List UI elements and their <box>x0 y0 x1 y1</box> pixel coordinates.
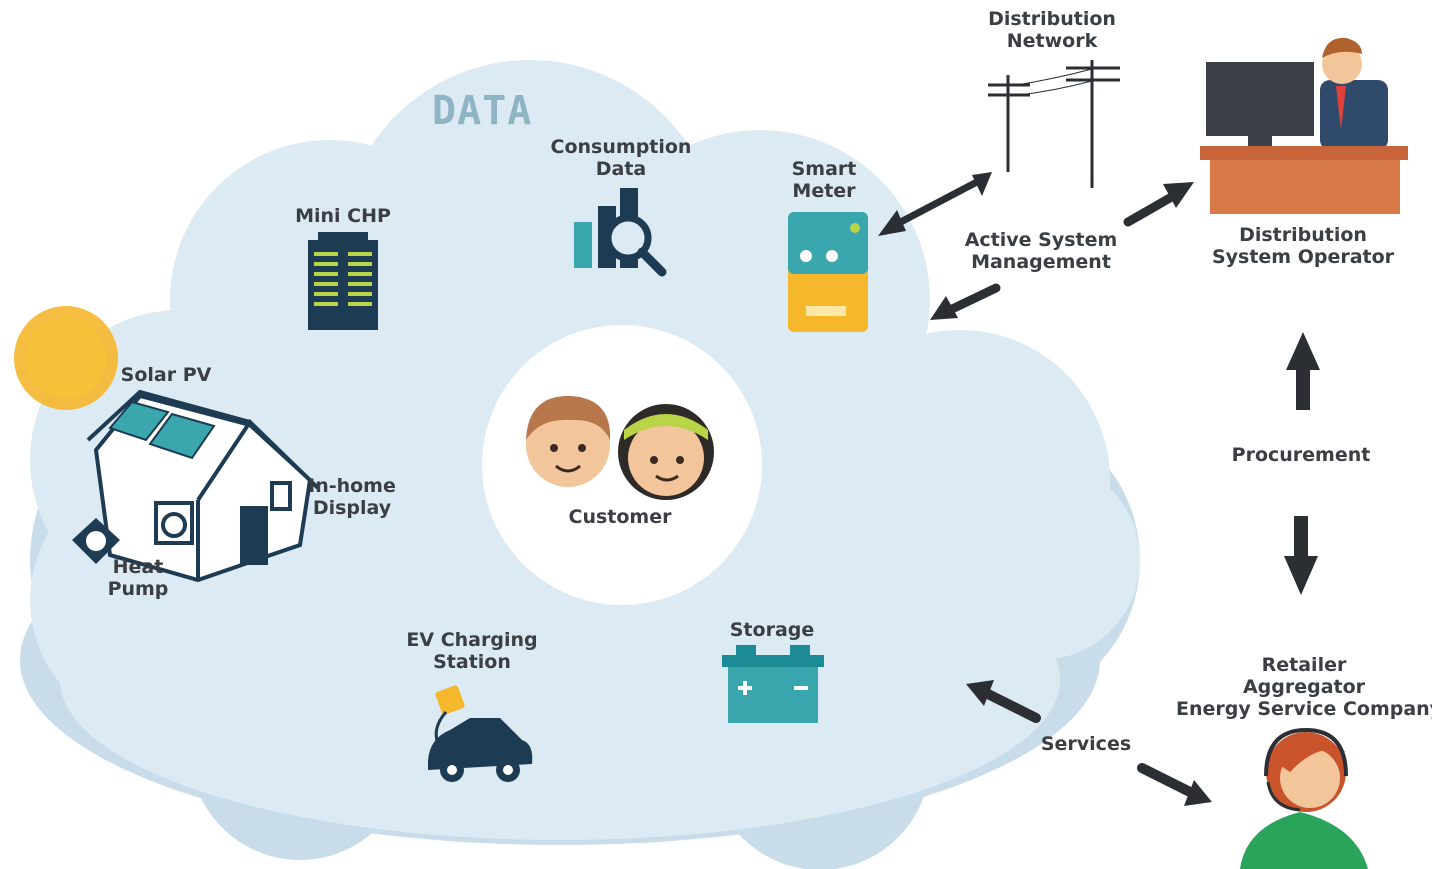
power-lines-icon <box>988 60 1120 188</box>
storage-battery-icon <box>722 645 824 723</box>
arrows <box>878 172 1320 806</box>
arrow-procurement-up <box>1286 332 1320 410</box>
customer-label: Customer <box>568 506 672 528</box>
arrow-procurement-down <box>1284 516 1318 595</box>
cloud-title: DATA <box>432 88 533 134</box>
house-icon <box>86 389 320 583</box>
mini-chp-label: Mini CHP <box>295 205 391 227</box>
storage-label: Storage <box>729 619 815 641</box>
retailer-agent-icon <box>1240 727 1368 869</box>
arrow-meter-network <box>878 172 992 236</box>
heat-pump-icon <box>72 518 120 564</box>
solar-panel-icon <box>108 400 216 460</box>
solar-pv-label: Solar PV <box>120 364 212 386</box>
arrow-to-cloud <box>930 283 1001 320</box>
consumption-data-icon <box>574 188 667 277</box>
customer-icon <box>526 395 714 500</box>
procurement-label: Procurement <box>1231 444 1371 466</box>
services-label: Services <box>1040 733 1132 755</box>
arrow-services-cloud <box>966 680 1041 723</box>
smart-meter-icon <box>788 212 868 332</box>
ev-charging-icon <box>428 685 533 782</box>
mini-chp-icon <box>308 232 378 330</box>
arrow-services-retailer <box>1137 763 1212 806</box>
operator-icon <box>1200 37 1408 214</box>
arrow-to-dso <box>1123 182 1194 227</box>
sun-icon <box>14 306 118 410</box>
